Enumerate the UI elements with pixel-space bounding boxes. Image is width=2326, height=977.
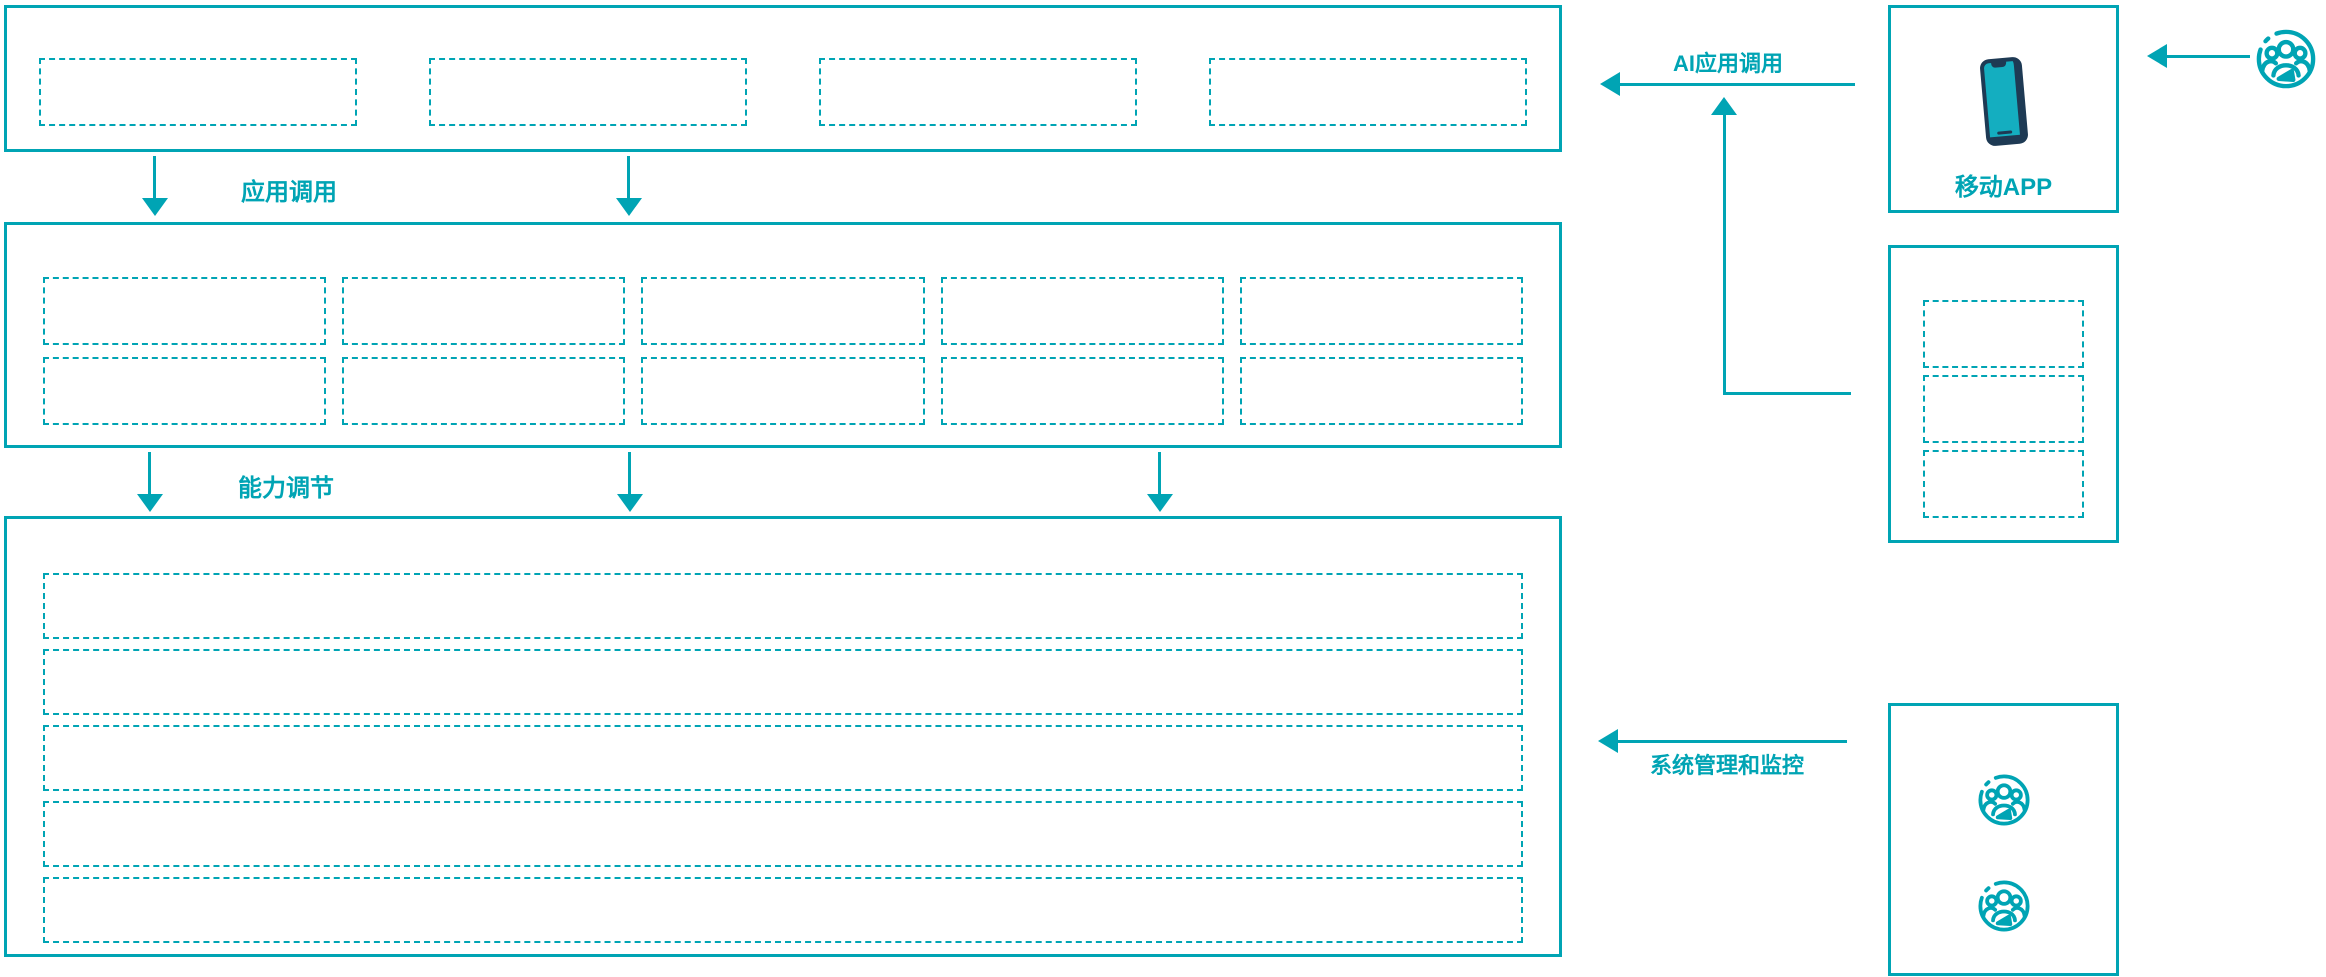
placeholder-box <box>940 357 1224 425</box>
placeholder-box <box>342 357 626 425</box>
module-box <box>1888 245 2119 543</box>
placeholder-box <box>819 58 1137 126</box>
placeholder-box <box>429 58 747 126</box>
placeholder-box <box>1239 357 1523 425</box>
middle-layer-box <box>4 222 1562 448</box>
capability-label: 能力调节 <box>238 475 334 502</box>
user-group-icon <box>1977 774 2030 826</box>
placeholder-box <box>1209 58 1527 126</box>
bottom-layer-box <box>4 516 1562 957</box>
placeholder-box <box>43 649 1523 715</box>
mobile-app-box: 移动APP <box>1888 5 2119 213</box>
placeholder-box <box>342 277 626 345</box>
top-layer-box <box>4 5 1562 152</box>
placeholder-box <box>43 801 1523 867</box>
placeholder-box <box>43 573 1523 639</box>
mobile-app-label: 移动APP <box>1954 174 2053 201</box>
user-group-icon <box>1977 880 2030 932</box>
app-call-label: 应用调用 <box>241 179 337 206</box>
placeholder-box <box>39 58 357 126</box>
ops-box <box>1888 703 2119 976</box>
smartphone-icon <box>1978 56 2029 147</box>
placeholder-box <box>43 725 1523 791</box>
placeholder-box <box>43 877 1523 943</box>
placeholder-box <box>43 357 327 425</box>
placeholder-box <box>940 277 1224 345</box>
placeholder-box <box>1923 375 2084 443</box>
placeholder-box <box>43 277 327 345</box>
placeholder-box <box>1923 300 2084 368</box>
placeholder-box <box>641 357 925 425</box>
placeholder-box <box>1923 450 2084 518</box>
placeholder-box <box>641 277 925 345</box>
placeholder-box <box>1239 277 1523 345</box>
ai-call-label: AI应用调用 <box>1672 51 1783 76</box>
user-group-icon <box>2255 27 2317 91</box>
sys-monitor-label: 系统管理和监控 <box>1649 753 1804 778</box>
